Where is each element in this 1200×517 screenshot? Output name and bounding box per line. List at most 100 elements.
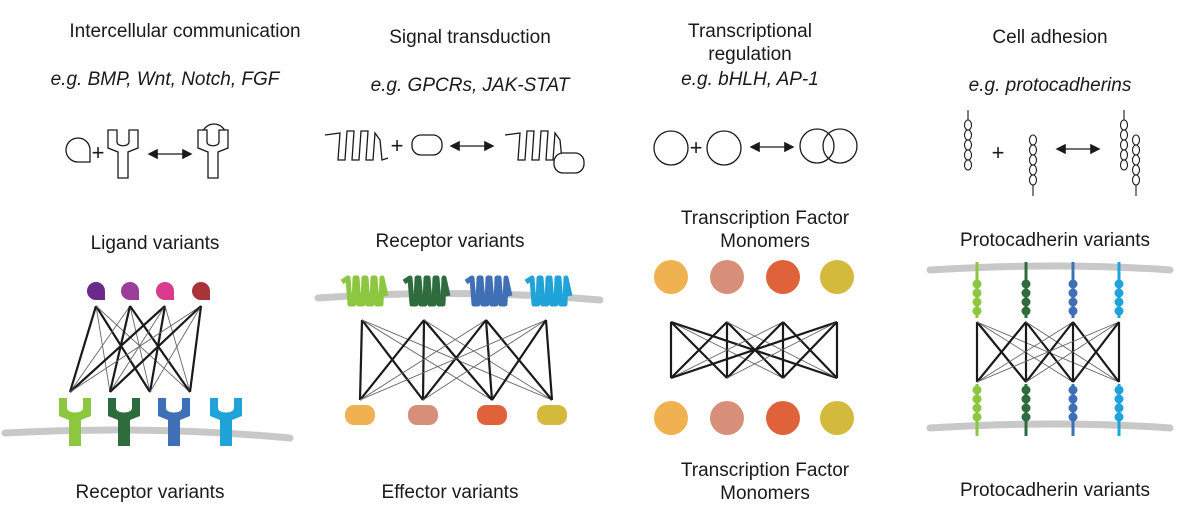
interaction-line bbox=[976, 321, 1120, 383]
panel2-top-label: Receptor variants bbox=[375, 231, 525, 252]
membrane bbox=[1, 426, 294, 442]
tf-monomer-icon bbox=[710, 401, 744, 435]
gpcr-receptor-icon bbox=[464, 275, 513, 307]
gpcr-receptor-icon bbox=[524, 275, 573, 307]
gpcr-receptor-icon bbox=[402, 275, 451, 307]
interaction-line bbox=[108, 305, 132, 393]
interaction-line bbox=[422, 319, 487, 401]
interaction-line bbox=[109, 305, 166, 393]
protocadherin-outline-icon bbox=[963, 110, 973, 171]
interaction-line bbox=[670, 320, 838, 380]
interaction-line bbox=[484, 319, 494, 401]
panel3-bottom-label: Transcription Factor Monomers bbox=[680, 460, 850, 504]
plus-sign: + bbox=[689, 135, 703, 160]
panel2-example: e.g. GPCRs, JAK-STAT bbox=[370, 75, 570, 96]
gpcr-receptor-icon bbox=[340, 275, 389, 307]
ligand-icon bbox=[192, 282, 210, 300]
interaction-line bbox=[358, 319, 364, 401]
ligand-receptor-complex-icon bbox=[197, 123, 229, 179]
plus-sign: + bbox=[91, 140, 105, 165]
interaction-line bbox=[68, 305, 98, 393]
membrane bbox=[926, 262, 1174, 274]
gpcr-effector-complex-icon bbox=[504, 130, 585, 174]
interaction-line bbox=[149, 305, 202, 393]
interaction-line bbox=[361, 319, 493, 401]
interaction-line bbox=[69, 305, 131, 393]
interaction-line bbox=[422, 319, 547, 401]
interaction-line bbox=[976, 321, 1027, 383]
panel2-title: Signal transduction bbox=[389, 27, 551, 48]
effector-icon bbox=[345, 405, 375, 425]
panel3-example: e.g. bHLH, AP-1 bbox=[681, 69, 819, 90]
panel4-bottom-label: Protocadherin variants bbox=[959, 480, 1151, 501]
interaction-line bbox=[109, 305, 202, 393]
panel1-example: e.g. BMP, Wnt, Notch, FGF bbox=[50, 69, 280, 90]
effector-outline-icon bbox=[411, 134, 443, 156]
interaction-line bbox=[129, 305, 151, 393]
interaction-line bbox=[670, 321, 784, 379]
receptor-icon bbox=[158, 398, 190, 446]
tf-monomer-icon bbox=[820, 260, 854, 294]
monomer-outline-icon bbox=[653, 130, 689, 166]
interaction-line bbox=[544, 319, 554, 401]
interaction-line bbox=[95, 305, 191, 393]
ligand-icon bbox=[87, 282, 105, 300]
interaction-line bbox=[69, 305, 166, 393]
interaction-line bbox=[726, 321, 838, 379]
protocadherin-outline-icon bbox=[1028, 134, 1038, 196]
ligand-icon bbox=[121, 282, 139, 300]
plus-sign: + bbox=[390, 133, 404, 158]
protocadherin-icon bbox=[1068, 262, 1078, 318]
monomer-outline-icon bbox=[706, 130, 742, 166]
interaction-line bbox=[188, 305, 203, 393]
ligand-outline-icon bbox=[65, 137, 91, 163]
interaction-line bbox=[359, 319, 487, 401]
ligand-icon bbox=[156, 282, 174, 300]
receptor-icon bbox=[59, 398, 91, 446]
effector-icon bbox=[537, 405, 567, 425]
interaction-line bbox=[95, 305, 111, 393]
tf-monomer-icon bbox=[654, 260, 688, 294]
interaction-line bbox=[782, 321, 838, 379]
tf-monomer-icon bbox=[654, 401, 688, 435]
interaction-line bbox=[1072, 321, 1120, 383]
effector-icon bbox=[408, 405, 438, 425]
receptor-icon bbox=[108, 398, 140, 446]
interaction-line bbox=[1025, 321, 1074, 383]
panel2-bottom-label: Effector variants bbox=[381, 482, 519, 503]
panel4-example: e.g. protocadherins bbox=[968, 75, 1132, 96]
tf-monomer-icon bbox=[820, 401, 854, 435]
protocadherin-icon bbox=[1114, 262, 1124, 318]
interaction-line bbox=[69, 305, 202, 393]
protocadherin-icon bbox=[972, 384, 982, 436]
panel1-bottom-label: Receptor variants bbox=[75, 482, 225, 503]
panel4-top-label: Protocadherin variants bbox=[959, 230, 1151, 251]
plus-sign: + bbox=[991, 140, 1005, 165]
interaction-line bbox=[148, 305, 167, 393]
interaction-line bbox=[976, 321, 1074, 383]
membrane bbox=[926, 420, 1174, 432]
receptor-outline-icon bbox=[107, 129, 139, 179]
tf-monomer-icon bbox=[766, 401, 800, 435]
interaction-line bbox=[491, 319, 547, 401]
tf-monomer-icon bbox=[710, 260, 744, 294]
panel3-top-label: Transcription Factor Monomers bbox=[680, 208, 850, 252]
tf-monomer-icon bbox=[766, 260, 800, 294]
dimer-outline-icon bbox=[799, 128, 858, 164]
protocadherin-dimer-icon bbox=[1119, 110, 1141, 196]
interaction-line bbox=[359, 319, 425, 401]
interaction-line bbox=[423, 319, 493, 401]
interaction-line bbox=[670, 321, 728, 379]
receptor-icon bbox=[210, 398, 242, 446]
panel4-title: Cell adhesion bbox=[992, 27, 1108, 48]
protocadherin-icon bbox=[1021, 384, 1031, 436]
protocadherin-icon bbox=[1021, 262, 1031, 318]
protocadherin-icon bbox=[1068, 384, 1078, 436]
interaction-line bbox=[164, 305, 191, 393]
panel1-title: Intercellular communication bbox=[69, 21, 301, 42]
interaction-line bbox=[359, 319, 547, 401]
protocadherin-icon bbox=[1114, 384, 1124, 436]
effector-icon bbox=[477, 405, 507, 425]
interaction-line bbox=[1025, 321, 1120, 383]
